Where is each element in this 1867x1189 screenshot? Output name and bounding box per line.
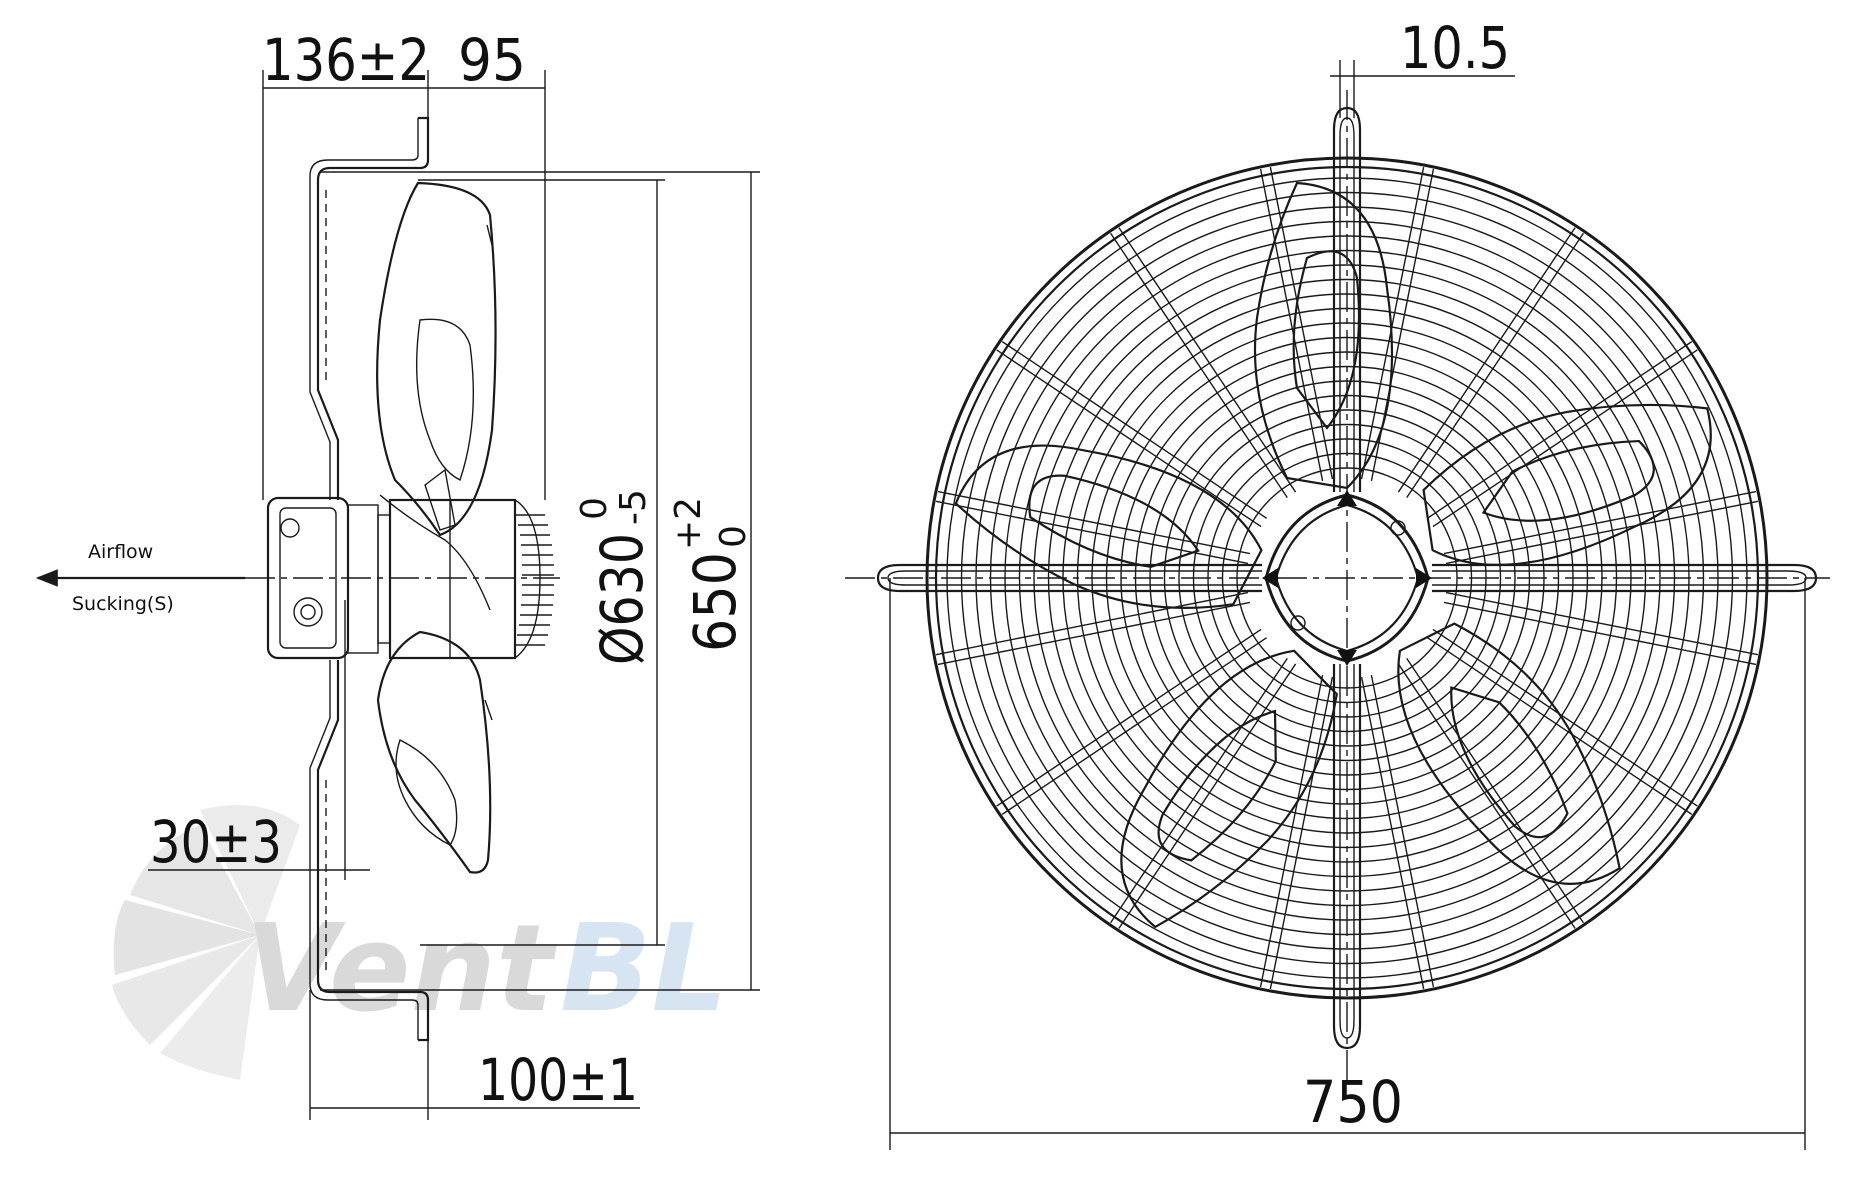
guard-spoke bbox=[1397, 227, 1584, 499]
guard-spoke bbox=[996, 628, 1268, 815]
guard-ring bbox=[1236, 467, 1458, 689]
guard-spoke bbox=[1426, 628, 1698, 815]
guard-ring bbox=[1105, 336, 1589, 820]
guard-spoke bbox=[1360, 674, 1435, 990]
dim-depth: 136±2 95 bbox=[262, 26, 546, 500]
guard-ring bbox=[1004, 235, 1690, 921]
blade-upper bbox=[376, 181, 497, 537]
dim-blade-diameter-lower: -5 bbox=[613, 489, 654, 525]
guard-spoke bbox=[996, 341, 1268, 528]
guard-ring bbox=[1033, 264, 1661, 892]
guard-ring bbox=[1134, 365, 1560, 791]
dim-slot: 10.5 bbox=[1330, 14, 1515, 118]
dim-mount-label: 100±1 bbox=[478, 1046, 638, 1114]
dim-blade-diameter: Ø630 0 -5 bbox=[418, 179, 665, 946]
guard-outer-ring-inner bbox=[934, 165, 1760, 991]
dim-ring-diameter: 650 +2 0 bbox=[320, 171, 760, 991]
dim-depth-label: 136±2 bbox=[262, 26, 430, 94]
mounting-brackets bbox=[876, 106, 1818, 1050]
dim-guard-depth-label: 95 bbox=[458, 26, 526, 94]
guard-ring bbox=[1178, 409, 1516, 747]
front-blades bbox=[954, 181, 1712, 929]
airflow-label: Airflow bbox=[88, 541, 153, 563]
guard-ring bbox=[1221, 452, 1473, 704]
dim-blade-offset-label: 30±3 bbox=[150, 808, 282, 876]
guard-outer-ring bbox=[925, 156, 1769, 1000]
watermark-text-b: BL bbox=[560, 900, 728, 1039]
guard-spoke bbox=[935, 490, 1251, 565]
guard-ring bbox=[1163, 394, 1531, 762]
dim-width-label: 750 bbox=[1303, 1068, 1403, 1136]
guard-spoke bbox=[1259, 674, 1334, 990]
side-view: Airflow Sucking(S) 136±2 95 30±3 100±1 bbox=[35, 26, 760, 1120]
guard-ring bbox=[1192, 423, 1502, 733]
dim-ring-diameter-lower: 0 bbox=[713, 525, 754, 548]
guard-spoke bbox=[1426, 341, 1698, 528]
motor-fins bbox=[515, 514, 554, 646]
guard-ring bbox=[1076, 307, 1618, 849]
guard-spoke bbox=[1110, 657, 1297, 929]
guard-spoke bbox=[1110, 227, 1297, 499]
dim-blade-diameter-upper: 0 bbox=[574, 497, 615, 520]
guard-spoke bbox=[1259, 166, 1334, 482]
motor-body bbox=[266, 496, 541, 660]
watermark: Vent BL bbox=[112, 805, 728, 1080]
guard-ring bbox=[1091, 322, 1603, 834]
mounting-ring-profile bbox=[316, 116, 430, 1042]
guard-spoke bbox=[1443, 490, 1759, 565]
dim-ring-diameter-upper: +2 bbox=[668, 497, 709, 550]
blade-hub-arm bbox=[379, 494, 491, 611]
dim-blade-diameter-label: Ø630 bbox=[588, 533, 656, 665]
guard-spoke bbox=[935, 591, 1251, 666]
guard-ring bbox=[975, 206, 1719, 950]
guard-spoke bbox=[1443, 591, 1759, 666]
blade-lower bbox=[376, 630, 493, 874]
dim-slot-label: 10.5 bbox=[1400, 14, 1510, 82]
front-view: 10.5 750 bbox=[845, 14, 1830, 1150]
dim-mount: 100±1 bbox=[309, 990, 640, 1120]
mounting-ring-inner bbox=[309, 118, 419, 1040]
guard-ring bbox=[1047, 278, 1647, 878]
guard-spokes bbox=[935, 166, 1759, 990]
guard-ring bbox=[960, 191, 1734, 965]
sucking-mode-label: Sucking(S) bbox=[72, 593, 174, 615]
guard-ring bbox=[1207, 438, 1487, 718]
guard-ring bbox=[1018, 249, 1676, 907]
front-blade bbox=[954, 444, 1263, 609]
front-blade bbox=[1397, 622, 1621, 885]
dim-blade-offset: 30±3 bbox=[148, 600, 370, 880]
guard-ring bbox=[1149, 380, 1545, 776]
guard-ring bbox=[1120, 351, 1574, 805]
guard-ring bbox=[989, 220, 1705, 936]
dim-width: 750 bbox=[889, 578, 1806, 1150]
guard-ring bbox=[946, 177, 1748, 979]
hub bbox=[1262, 490, 1432, 666]
dim-ring-diameter-label: 650 bbox=[681, 552, 749, 652]
front-blade bbox=[1422, 403, 1712, 566]
guard-spoke bbox=[1397, 657, 1584, 929]
front-blade bbox=[1120, 649, 1338, 929]
watermark-text-a: Vent bbox=[245, 900, 558, 1039]
